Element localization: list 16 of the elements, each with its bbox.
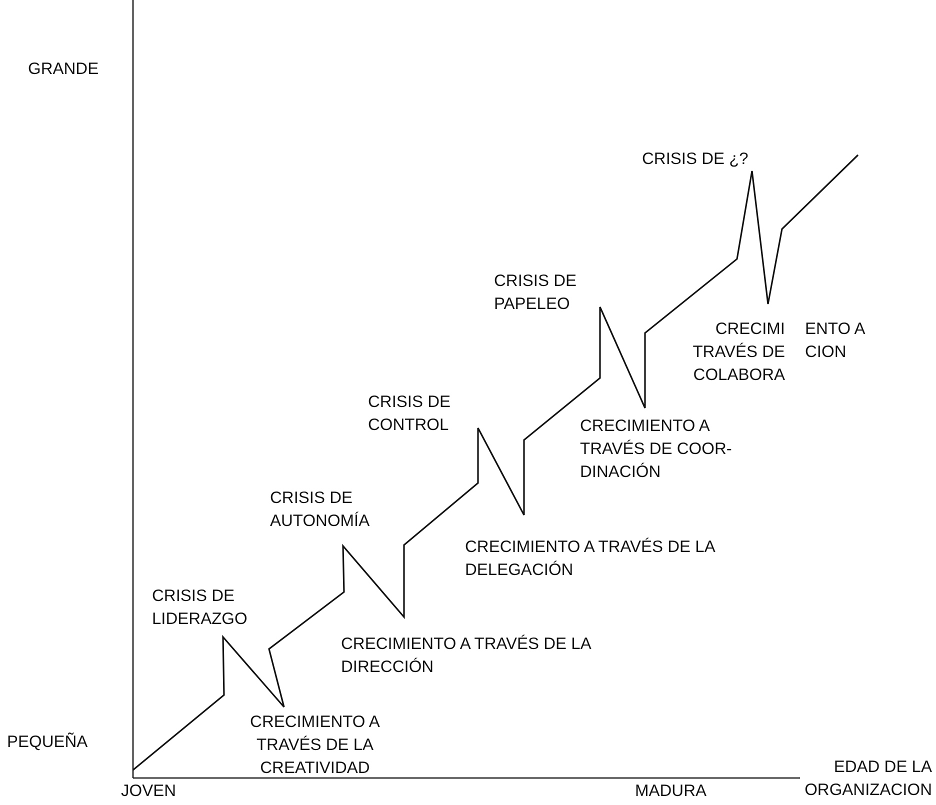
text-label: CRECIMIENTO A TRAVÉS DE LA CREATIVIDAD — [249, 712, 381, 779]
text-label: CRECIMI TRAVÉS DE COLABORA — [692, 319, 785, 386]
text-label: JOVEN — [121, 781, 178, 802]
text-label: CRISIS DE PAPELEO — [494, 271, 578, 315]
text-label: CRISIS DE ¿? — [642, 149, 750, 170]
text-label: MADURA — [635, 781, 708, 802]
text-label: ENTO A CION — [805, 319, 866, 363]
text-label: CRECIMIENTO A TRAVÉS DE LA DELEGACIÓN — [465, 536, 716, 581]
text-label: GRANDE — [28, 59, 100, 80]
text-label: PEQUEÑA — [7, 732, 89, 753]
text-label: EDAD DE LA ORGANIZACION — [804, 757, 932, 801]
text-label: CRISIS DE CONTROL — [368, 392, 452, 436]
text-label: CRECIMIENTO A TRAVÉS DE LA DIRECCIÓN — [341, 634, 592, 678]
text-label: CRISIS DE LIDERAZGO — [152, 586, 248, 630]
text-label: CRISIS DE AUTONOMÍA — [270, 488, 371, 532]
text-label: CRECIMIENTO A TRAVÉS DE COOR- DINACIÓN — [580, 416, 733, 483]
